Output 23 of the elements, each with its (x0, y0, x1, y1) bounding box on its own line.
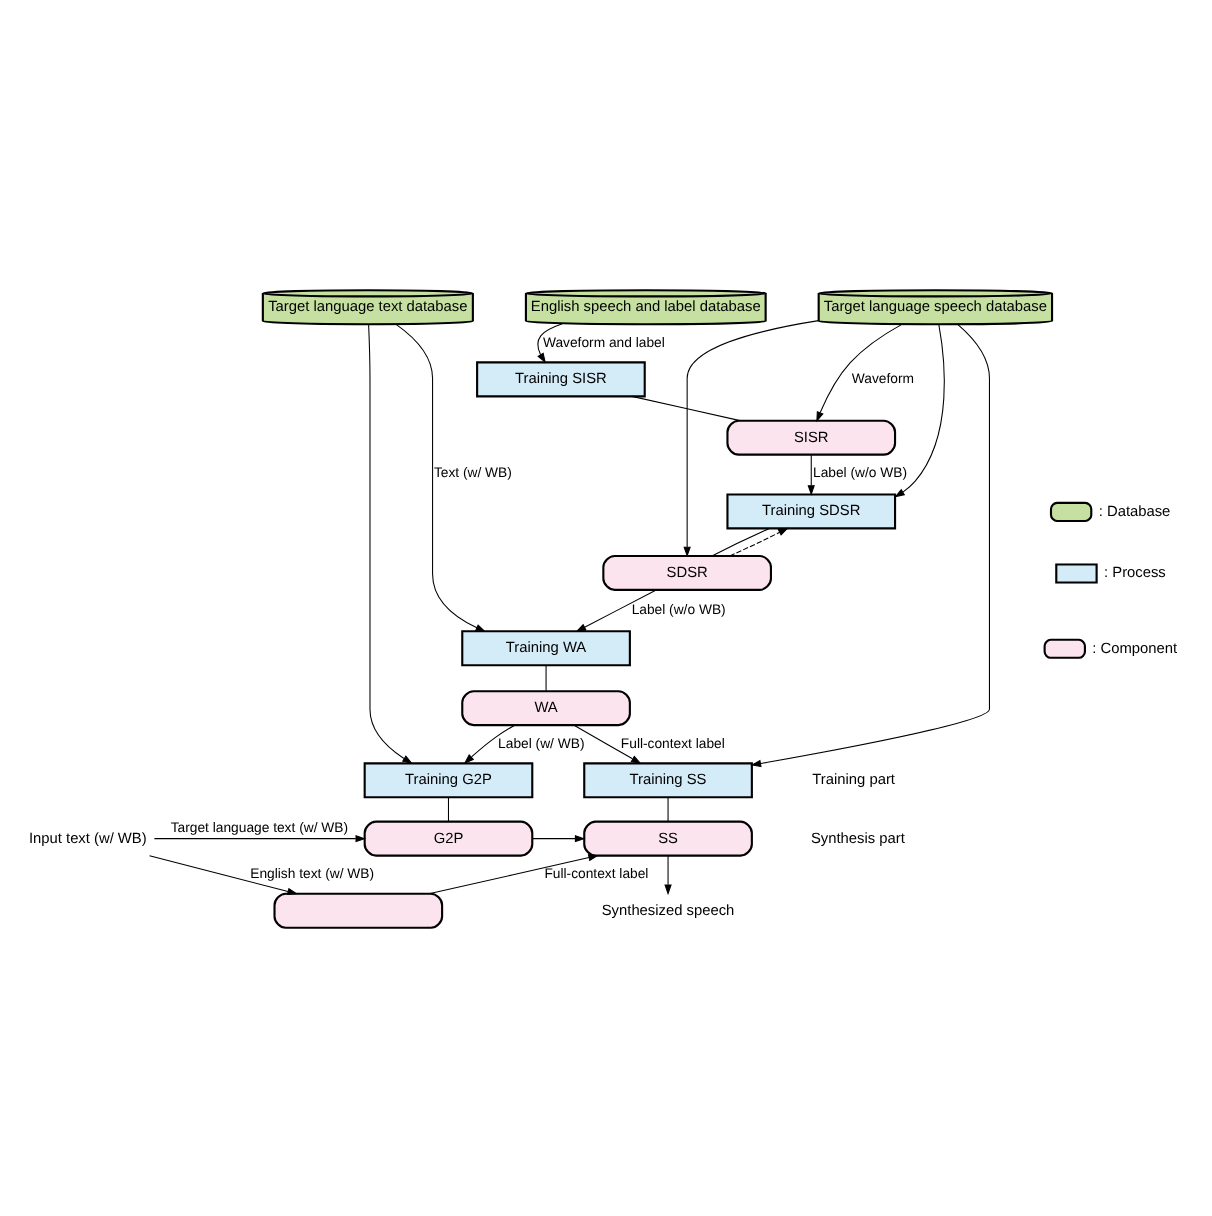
connector (631, 394, 741, 421)
connector (667, 795, 669, 821)
arrow (807, 453, 815, 495)
arrow (664, 854, 672, 895)
arrow (573, 723, 642, 764)
arrow (368, 322, 413, 763)
arrow (532, 833, 586, 842)
connector (545, 663, 547, 691)
arrow (428, 853, 599, 894)
arrow (537, 322, 563, 363)
arrow (894, 322, 945, 497)
arrow (463, 723, 515, 764)
arrow (683, 319, 820, 557)
arrow (149, 854, 298, 895)
connector (447, 795, 449, 821)
arrow (816, 322, 903, 422)
node-box (273, 891, 444, 928)
arrow (750, 322, 990, 767)
arrow (575, 588, 657, 631)
arrow (153, 833, 367, 842)
arrow (729, 526, 789, 556)
arrow (395, 322, 487, 631)
connector (711, 526, 770, 556)
